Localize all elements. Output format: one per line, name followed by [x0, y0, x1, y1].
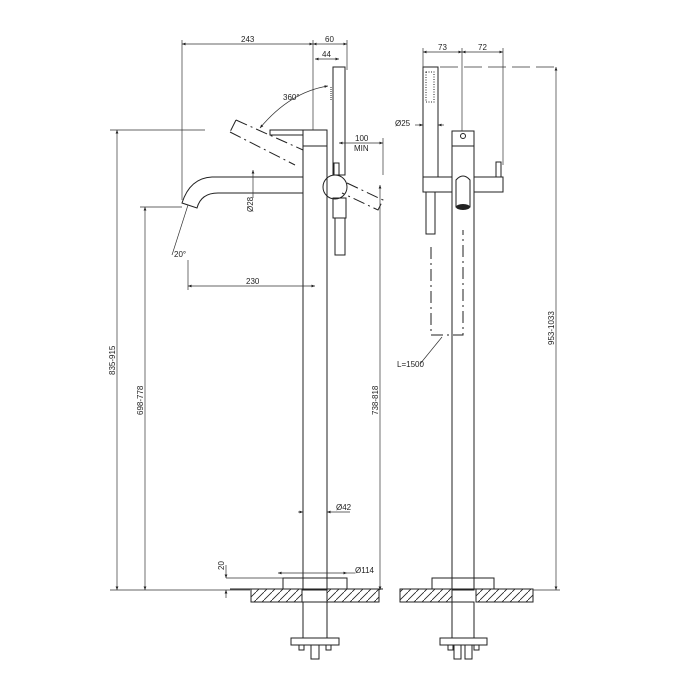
dim-44: 44 — [322, 50, 331, 59]
dim-hose-length: L=1500 — [397, 360, 424, 369]
side-view-dimensions — [110, 40, 384, 598]
dim-spout-angle: 20° — [174, 250, 186, 259]
dim-835-915: 835-915 — [108, 345, 117, 375]
dim-230: 230 — [246, 277, 260, 286]
dim-100: 100 — [355, 134, 369, 143]
dim-spout-diameter: Ø28 — [246, 196, 255, 212]
side-view-labels: 243 60 44 360° 100 MIN Ø28 20° 230 835-9… — [108, 35, 380, 575]
dim-953-1033: 953-1033 — [547, 311, 556, 345]
dim-243: 243 — [241, 35, 255, 44]
dim-handset-diameter: Ø25 — [395, 119, 411, 128]
dim-base-diameter: Ø114 — [355, 566, 375, 575]
dim-360: 360° — [283, 93, 300, 102]
dim-60: 60 — [325, 35, 334, 44]
dim-20: 20 — [217, 561, 226, 570]
dim-73: 73 — [438, 43, 447, 52]
front-view-labels: 73 72 Ø25 L=1500 953-1033 — [395, 43, 556, 369]
dim-698-778: 698-778 — [136, 385, 145, 415]
front-view-mixer — [399, 66, 534, 660]
dim-min: MIN — [354, 144, 369, 153]
dim-738-818: 738-818 — [371, 385, 380, 415]
handset-nozzles-icon — [425, 71, 435, 103]
side-view-mixer — [181, 66, 384, 660]
dim-column-diameter: Ø42 — [336, 503, 352, 512]
front-view-dimensions — [415, 48, 560, 591]
dim-72: 72 — [478, 43, 487, 52]
